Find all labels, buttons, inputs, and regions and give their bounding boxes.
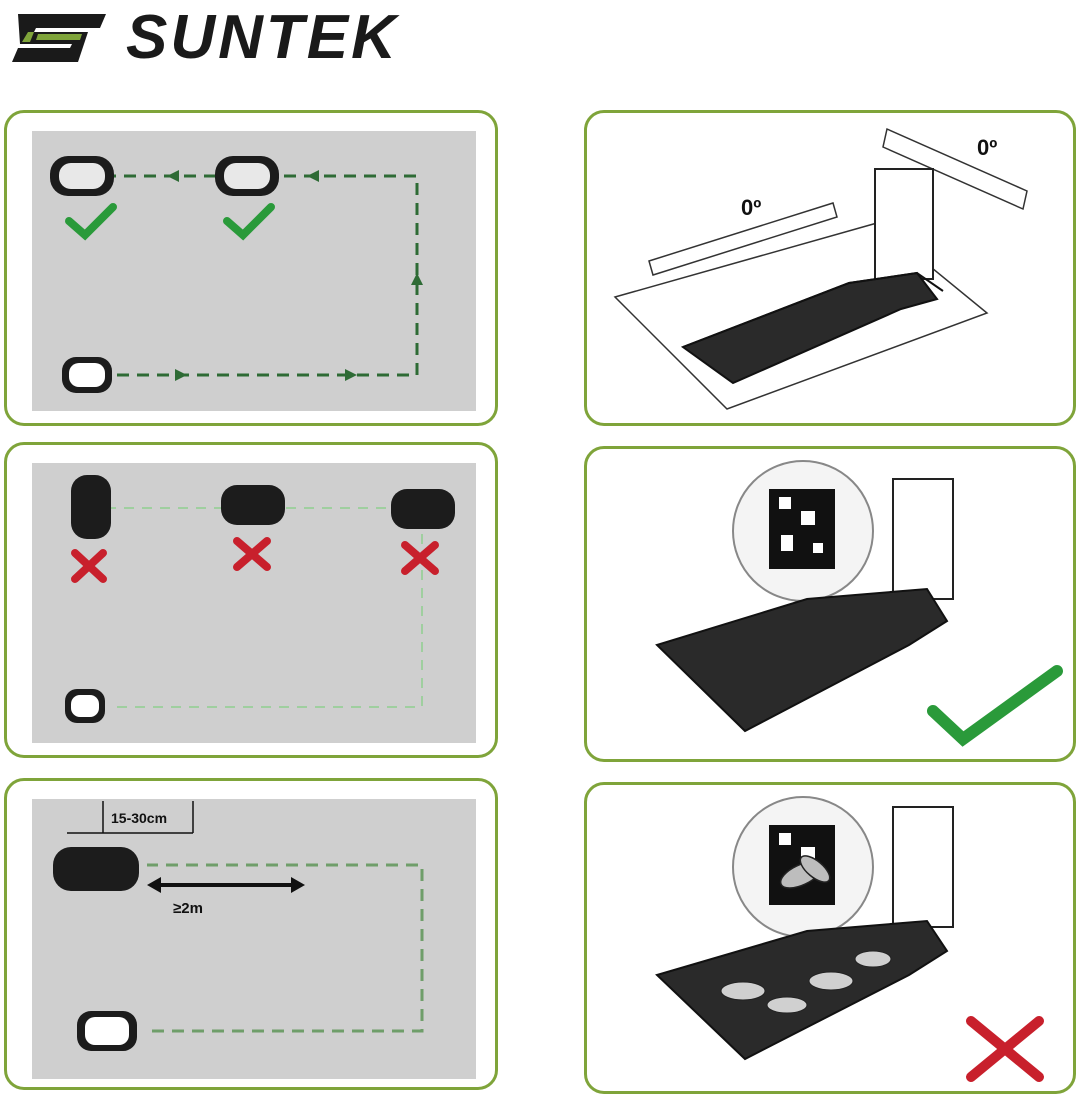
mower-docked	[50, 156, 114, 196]
heading-wrong-illustration	[32, 463, 476, 743]
mower-approaching	[215, 156, 279, 196]
spirit-level-right	[882, 127, 1028, 211]
check-icon	[65, 203, 117, 241]
panel-clearance: 15-30cm ≥2m	[4, 778, 498, 1090]
mower-docked	[53, 847, 139, 891]
mower-reversed	[391, 489, 455, 529]
heading-correct-illustration	[32, 131, 476, 411]
leaves-on-base	[720, 950, 892, 1014]
cross-icon	[401, 541, 439, 575]
marker-code	[769, 489, 835, 569]
mower-start	[62, 357, 112, 393]
spirit-level-left	[648, 202, 838, 276]
clearance-label: 15-30cm	[111, 810, 167, 826]
clearance-marker	[67, 801, 194, 834]
charging-station	[680, 168, 944, 385]
leaf-icon	[779, 855, 831, 889]
mower-mid	[221, 485, 285, 525]
angle-label-left: 0º	[741, 195, 761, 220]
panel-heading-correct	[4, 110, 498, 426]
ground-plane	[613, 222, 989, 410]
code-visible-illustration	[655, 460, 1063, 747]
brand-name: SUNTEK	[126, 3, 399, 72]
spacing-arrow	[147, 877, 305, 893]
panel-level: 0º 0º	[584, 110, 1076, 426]
mower-sideways	[71, 475, 111, 539]
cross-icon	[71, 549, 107, 583]
panel-code-visible	[584, 446, 1076, 762]
cross-icon	[233, 537, 271, 571]
level-illustration: 0º 0º	[613, 127, 1028, 410]
clearance-illustration: 15-30cm ≥2m	[32, 799, 476, 1079]
panel-code-blocked	[584, 782, 1076, 1094]
code-blocked-illustration	[655, 796, 1044, 1082]
mower-start	[77, 1011, 137, 1051]
charging-station	[655, 478, 954, 733]
angle-label-right: 0º	[977, 135, 997, 160]
logo-mark-icon	[12, 14, 106, 62]
brand-logo: SUNTEK	[8, 0, 468, 80]
cross-icon	[966, 1016, 1044, 1082]
mower-path	[107, 507, 423, 708]
mower-start	[65, 689, 105, 723]
path-arrows	[167, 170, 423, 381]
check-icon	[927, 665, 1063, 747]
panel-heading-wrong	[4, 442, 498, 758]
spacing-label: ≥2m	[173, 900, 203, 917]
check-icon	[223, 203, 275, 241]
